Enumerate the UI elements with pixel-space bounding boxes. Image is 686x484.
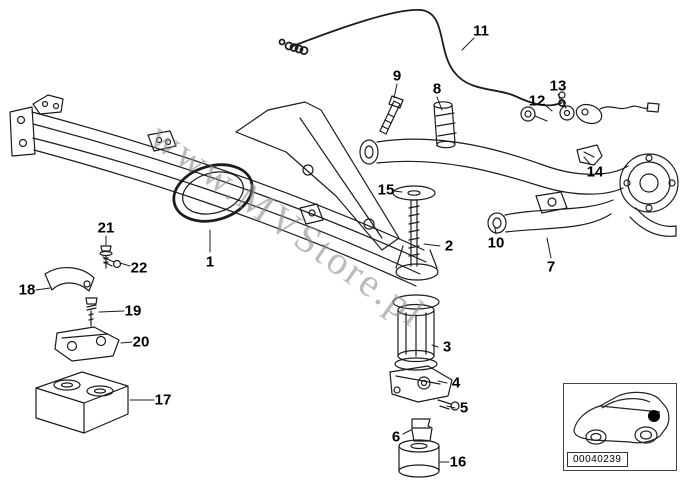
axle-location-dot (648, 410, 660, 422)
callout-7[interactable]: 7 (546, 258, 556, 276)
leader-lines (35, 37, 591, 463)
callout-17[interactable]: 17 (154, 391, 172, 409)
part-number-box: 00040239 (567, 452, 628, 467)
speed-sensor-parts-drawing (520, 91, 660, 166)
bolt-9-drawing (379, 95, 404, 135)
callout-21[interactable]: 21 (97, 219, 115, 237)
callout-18[interactable]: 18 (18, 281, 36, 299)
callout-8[interactable]: 8 (432, 80, 442, 98)
brake-hose-drawing (278, 9, 566, 107)
callout-13[interactable]: 13 (549, 77, 567, 95)
car-side-view-icon (573, 391, 670, 445)
callout-6[interactable]: 6 (391, 428, 401, 446)
callout-3[interactable]: 3 (442, 338, 452, 356)
callout-9[interactable]: 9 (392, 67, 402, 85)
rear-axle-support-drawing (9, 94, 439, 287)
sleeve-8-drawing (433, 101, 457, 149)
callout-10[interactable]: 10 (487, 234, 505, 252)
callout-14[interactable]: 14 (586, 163, 604, 181)
callout-1[interactable]: 1 (205, 253, 215, 271)
car-location-thumbnail[interactable]: 00040239 (563, 383, 677, 471)
callout-15[interactable]: 15 (377, 181, 395, 199)
crossmember-drawing (235, 101, 400, 251)
callout-16[interactable]: 16 (449, 453, 467, 471)
callout-22[interactable]: 22 (130, 259, 148, 277)
callout-2[interactable]: 2 (444, 237, 454, 255)
callout-5[interactable]: 5 (459, 399, 469, 417)
callout-11[interactable]: 11 (473, 22, 489, 40)
center-mount-stack-drawing (389, 185, 460, 478)
callout-20[interactable]: 20 (132, 333, 150, 351)
left-mount-parts-drawing (35, 245, 129, 434)
part-number: 00040239 (573, 454, 622, 465)
callout-19[interactable]: 19 (124, 302, 142, 320)
callout-12[interactable]: 12 (528, 92, 546, 110)
trailing-arm-drawing (359, 138, 679, 237)
callout-4[interactable]: 4 (451, 374, 461, 392)
